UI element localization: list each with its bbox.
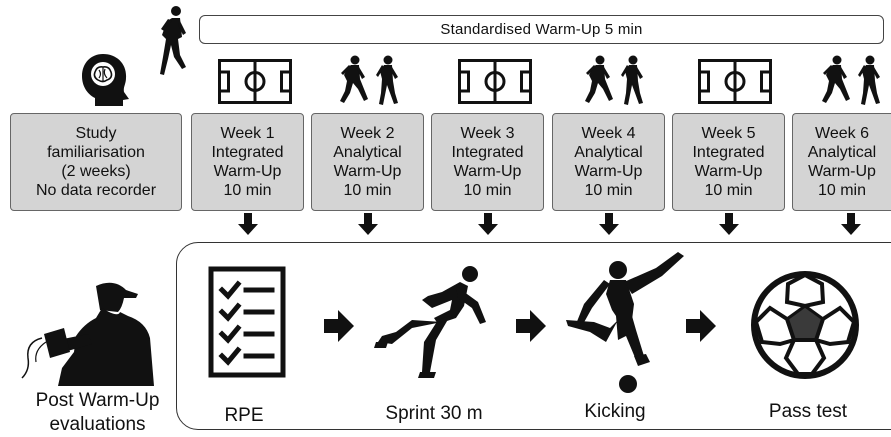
week-box-2: Week 2 Analytical Warm-Up 10 min	[311, 113, 424, 211]
checklist-icon	[208, 266, 286, 378]
familiarisation-line1: Study	[75, 125, 117, 142]
warmup-label: Warm-Up	[213, 163, 282, 180]
soccer-ball-icon	[751, 271, 859, 379]
evaluation-line1: Post Warm-Up	[35, 390, 160, 411]
evaluator-with-clipboard-icon	[21, 282, 154, 386]
warmup-type: Analytical	[807, 144, 877, 161]
brain-head-icon	[82, 54, 129, 106]
warmup-label: Warm-Up	[694, 163, 763, 180]
right-arrow-icon	[686, 310, 716, 342]
kicking-player-icon	[566, 252, 684, 393]
two-runners-icon	[822, 55, 880, 105]
week-label: Week 4	[581, 125, 636, 142]
warmup-duration: 10 min	[817, 182, 867, 199]
week-label: Week 5	[701, 125, 756, 142]
sprinter-icon	[374, 266, 486, 378]
week-box-1: Week 1 Integrated Warm-Up 10 min	[191, 113, 304, 211]
runner-icon	[160, 6, 186, 75]
football-pitch-icon	[698, 59, 772, 104]
warmup-duration: 10 min	[463, 182, 512, 199]
down-arrow-icon	[841, 213, 861, 235]
standardised-warmup-banner: Standardised Warm-Up 5 min	[199, 15, 884, 44]
warmup-duration: 10 min	[343, 182, 392, 199]
evaluation-line2: evaluations	[49, 414, 146, 435]
two-runners-icon	[585, 55, 643, 105]
test-label-pass: Pass test	[768, 401, 848, 422]
right-arrow-icon	[324, 310, 354, 342]
week-box-3: Week 3 Integrated Warm-Up 10 min	[431, 113, 544, 211]
week-label: Week 1	[220, 125, 275, 142]
week-label: Week 2	[340, 125, 395, 142]
familiarisation-box: Study familiarisation (2 weeks) No data …	[10, 113, 182, 211]
warmup-type: Integrated	[211, 144, 284, 161]
week-label: Week 3	[460, 125, 515, 142]
warmup-label: Warm-Up	[808, 163, 876, 180]
down-arrow-icon	[358, 213, 378, 235]
warmup-type: Analytical	[333, 144, 402, 161]
evaluation-label: Post Warm-Up evaluations	[10, 389, 185, 437]
test-label-rpe: RPE	[224, 405, 264, 426]
test-label-kicking: Kicking	[584, 401, 646, 422]
warmup-label: Warm-Up	[333, 163, 402, 180]
test-label-sprint: Sprint 30 m	[385, 403, 483, 424]
warmup-type: Analytical	[574, 144, 643, 161]
warmup-duration: 10 min	[223, 182, 272, 199]
down-arrow-icon	[719, 213, 739, 235]
warmup-type: Integrated	[451, 144, 524, 161]
week-label: Week 6	[815, 125, 869, 142]
down-arrow-icon	[478, 213, 498, 235]
two-runners-icon	[340, 55, 398, 105]
familiarisation-line4: No data recorder	[35, 182, 157, 199]
week-box-6: Week 6 Analytical Warm-Up 10 min	[792, 113, 891, 211]
warmup-duration: 10 min	[704, 182, 753, 199]
familiarisation-line2: familiarisation	[47, 144, 145, 161]
warmup-duration: 10 min	[584, 182, 633, 199]
down-arrow-icon	[599, 213, 619, 235]
right-arrow-icon	[516, 310, 546, 342]
warmup-type: Integrated	[692, 144, 765, 161]
warmup-label: Warm-Up	[574, 163, 643, 180]
familiarisation-line3: (2 weeks)	[61, 163, 131, 180]
football-pitch-icon	[218, 59, 292, 104]
football-pitch-icon	[458, 59, 532, 104]
week-box-4: Week 4 Analytical Warm-Up 10 min	[552, 113, 665, 211]
warmup-label: Warm-Up	[453, 163, 522, 180]
down-arrow-icon	[238, 213, 258, 235]
week-box-5: Week 5 Integrated Warm-Up 10 min	[672, 113, 785, 211]
